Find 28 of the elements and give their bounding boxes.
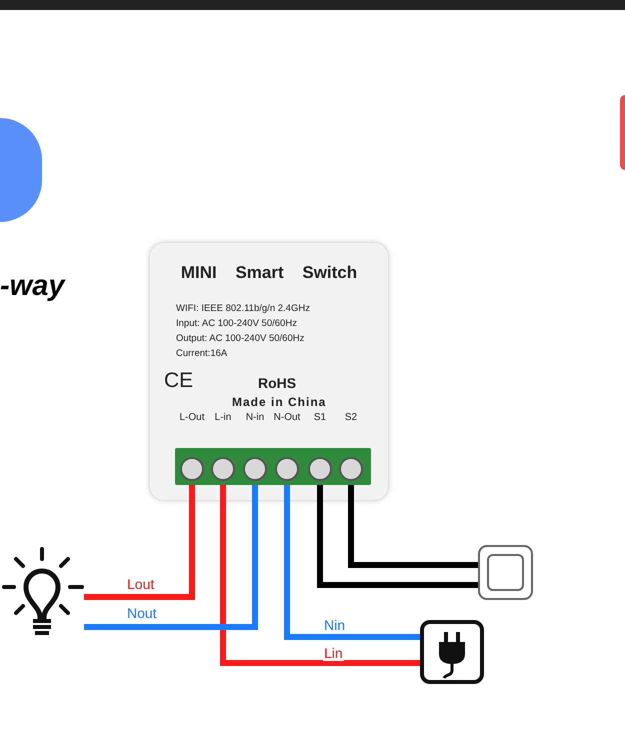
- origin-text: Made in China: [232, 395, 326, 409]
- spec-text: Current:16A: [176, 348, 228, 359]
- spec-text: Output: AC 100-240V 50/60Hz: [176, 333, 304, 344]
- spec-text: Input: AC 100-240V 50/60Hz: [176, 318, 297, 329]
- heading-text: -way: [0, 270, 64, 303]
- wire-label: Nout: [126, 605, 158, 621]
- power-plug-icon: [420, 620, 484, 684]
- wire-label: Lin: [323, 645, 344, 661]
- wire: [284, 485, 420, 640]
- terminal-label: S1: [312, 412, 328, 423]
- certification-mark: RoHS: [258, 375, 296, 391]
- wall-switch-icon: [478, 545, 533, 600]
- wire: [220, 485, 420, 666]
- product-title: MINI Smart Switch: [180, 263, 358, 283]
- terminal-label: S2: [344, 412, 358, 423]
- wire-label: Nin: [323, 617, 346, 633]
- switch-module: [150, 243, 388, 500]
- terminal-label: L-Out: [178, 412, 206, 423]
- terminal-label: N-Out: [272, 412, 302, 423]
- wire: [348, 485, 478, 568]
- wire: [84, 485, 258, 630]
- wire: [84, 485, 195, 600]
- certification-mark: CE: [164, 369, 194, 393]
- terminal-label: L-in: [214, 412, 232, 423]
- wire-label: Lout: [126, 576, 156, 592]
- wire: [317, 485, 478, 588]
- terminal-label: N-in: [244, 412, 266, 423]
- spec-text: WIFI: IEEE 802.11b/g/n 2.4GHz: [176, 303, 310, 314]
